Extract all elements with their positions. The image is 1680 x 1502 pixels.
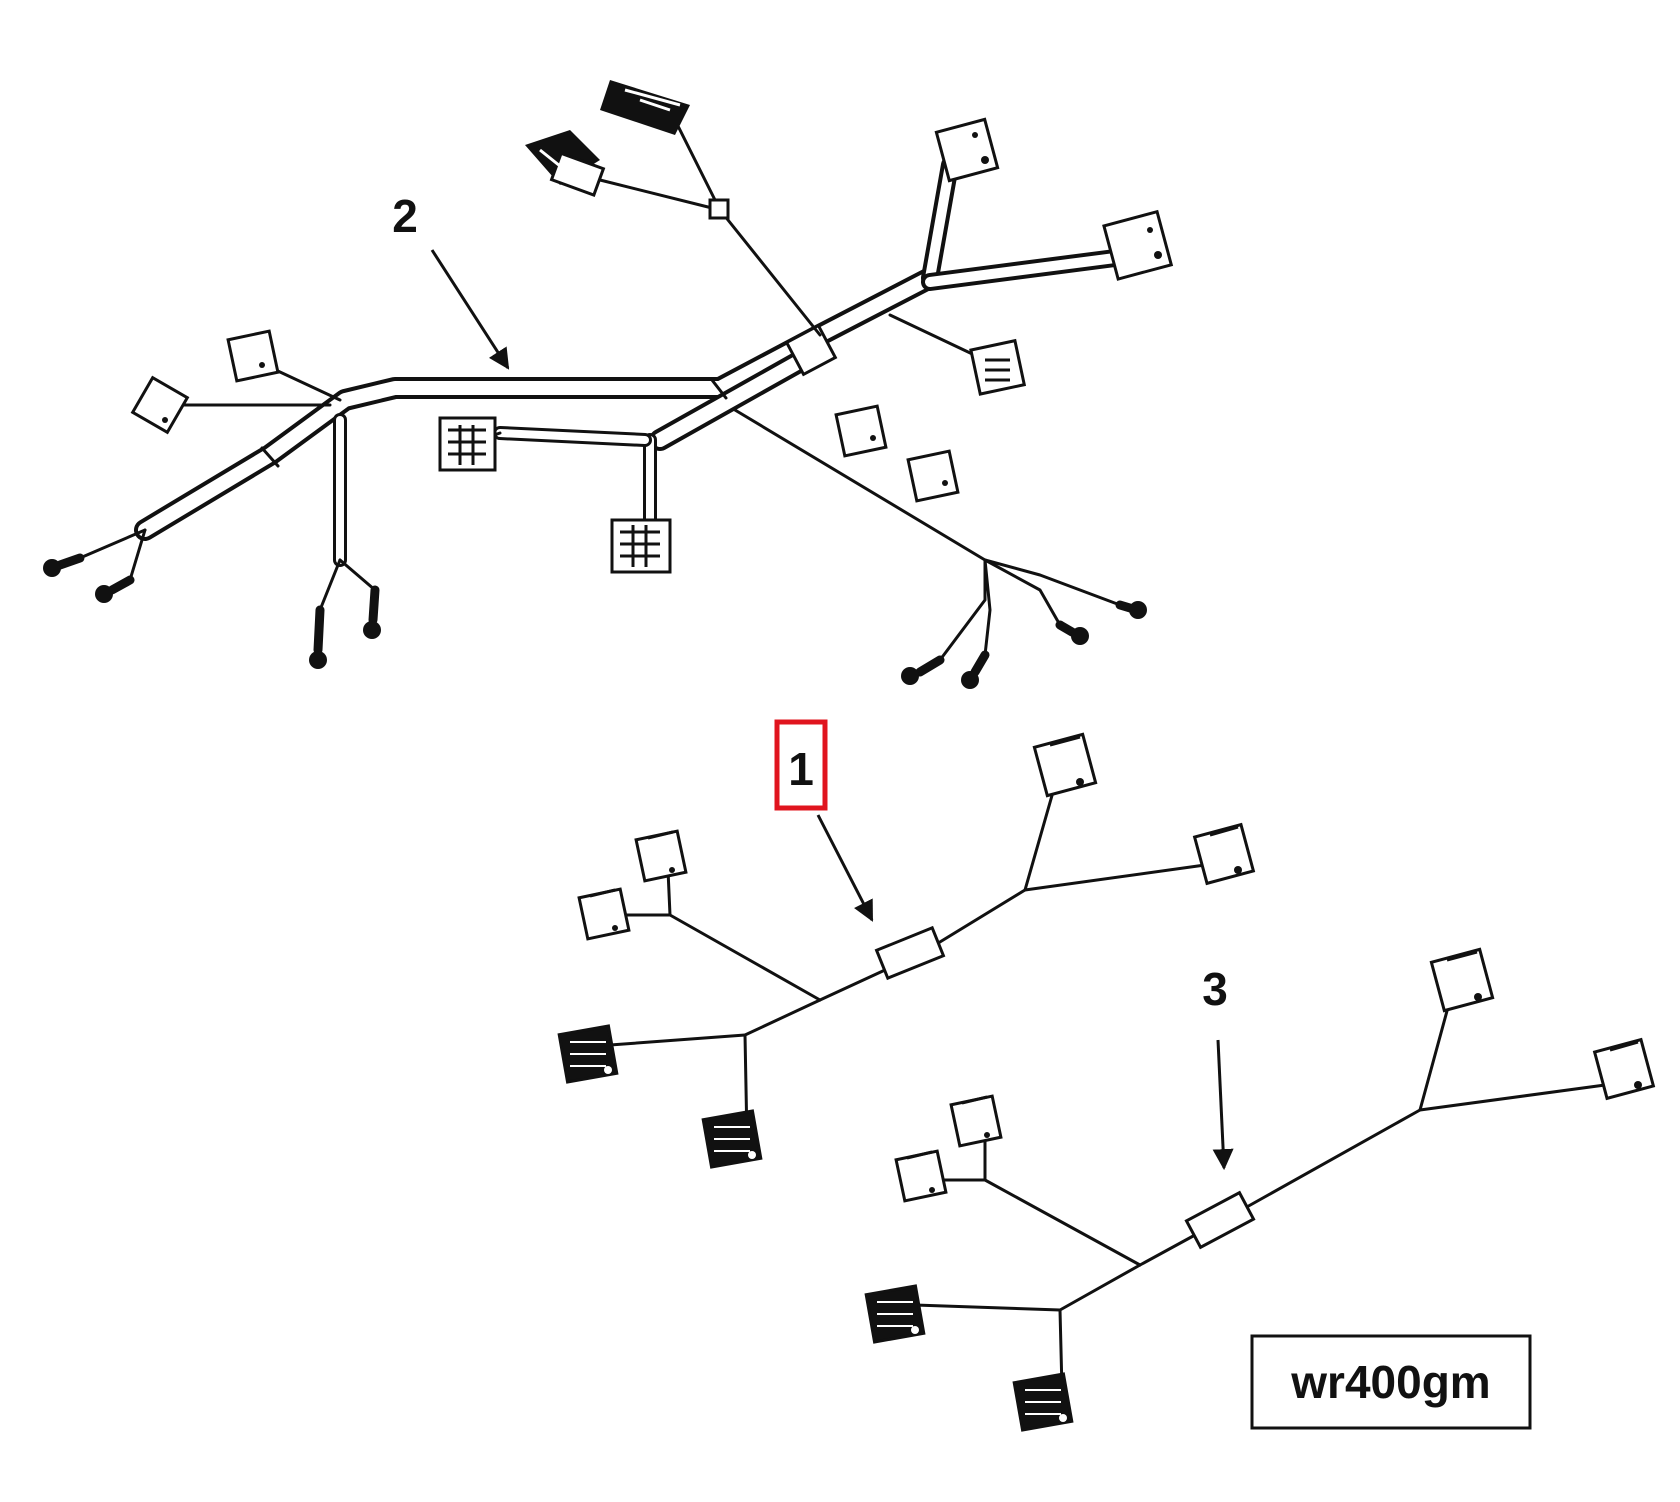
connector-plug-top-2 (525, 130, 606, 197)
connector-box-h2-i (130, 375, 190, 435)
ground-terminal-3 (309, 605, 327, 669)
connector-box-h3-e (864, 1284, 926, 1344)
ground-terminal-2 (95, 575, 135, 603)
harness-2: 2 (43, 80, 1174, 689)
connector-box-h1-a (1032, 732, 1098, 798)
callout-3-arrow (1212, 1039, 1234, 1171)
harness-2-junction-sleeve (784, 323, 838, 377)
connector-box-h3-c (949, 1094, 1003, 1148)
connector-box-h2-h (226, 329, 280, 383)
connector-box-h1-c (634, 829, 688, 883)
connector-box-h3-b (1592, 1037, 1656, 1101)
harness-3-junction-sleeve (1184, 1190, 1256, 1250)
ground-terminal-8 (961, 650, 990, 689)
harness-2-trunk (134, 156, 1124, 567)
callout-2-label: 2 (392, 190, 418, 242)
ground-terminal-6 (1055, 620, 1089, 645)
harness-1-junction-sleeve (874, 925, 946, 981)
ground-terminal-4 (363, 585, 381, 639)
connector-box-h3-d (894, 1149, 948, 1203)
connector-box-h1-d (577, 887, 631, 941)
harness-1: 1 (557, 719, 1256, 1169)
connector-box-h1-e (557, 1024, 619, 1084)
harness-2-connectors (43, 80, 1174, 689)
connector-box-h3-f (1012, 1372, 1074, 1432)
callout-1-highlight-box (774, 719, 828, 811)
connector-box-h2-a (934, 117, 1000, 183)
connector-box-h2-g (610, 518, 672, 574)
harness-3-wires (913, 998, 1607, 1392)
connector-box-h2-c (969, 338, 1027, 396)
harness-1-connectors (557, 732, 1256, 1169)
connector-box-h2-d (834, 404, 888, 458)
harness-3-connectors (864, 947, 1656, 1432)
callout-1-arrow (816, 814, 874, 922)
connector-plug-top-1 (600, 80, 690, 135)
connector-box-h2-b (1102, 209, 1174, 281)
callout-3-label: 3 (1202, 963, 1228, 1015)
connector-box-h3-a (1429, 947, 1495, 1013)
harness-1-wires (608, 783, 1207, 1142)
ground-terminal-1 (43, 553, 85, 577)
reference-code-box: wr400gm (1250, 1334, 1532, 1430)
ground-terminal-5 (1115, 600, 1147, 619)
callout-2-arrow (430, 249, 510, 370)
reference-code-text: wr400gm (1290, 1356, 1490, 1408)
connector-box-h1-f (701, 1109, 763, 1169)
callout-1-label: 1 (788, 743, 814, 795)
connector-box-h2-e (906, 449, 960, 503)
connector-box-h2-f (438, 416, 497, 472)
ground-terminal-7 (901, 655, 945, 685)
harness-3: 3 (864, 947, 1656, 1432)
connector-box-h1-b (1192, 822, 1256, 886)
